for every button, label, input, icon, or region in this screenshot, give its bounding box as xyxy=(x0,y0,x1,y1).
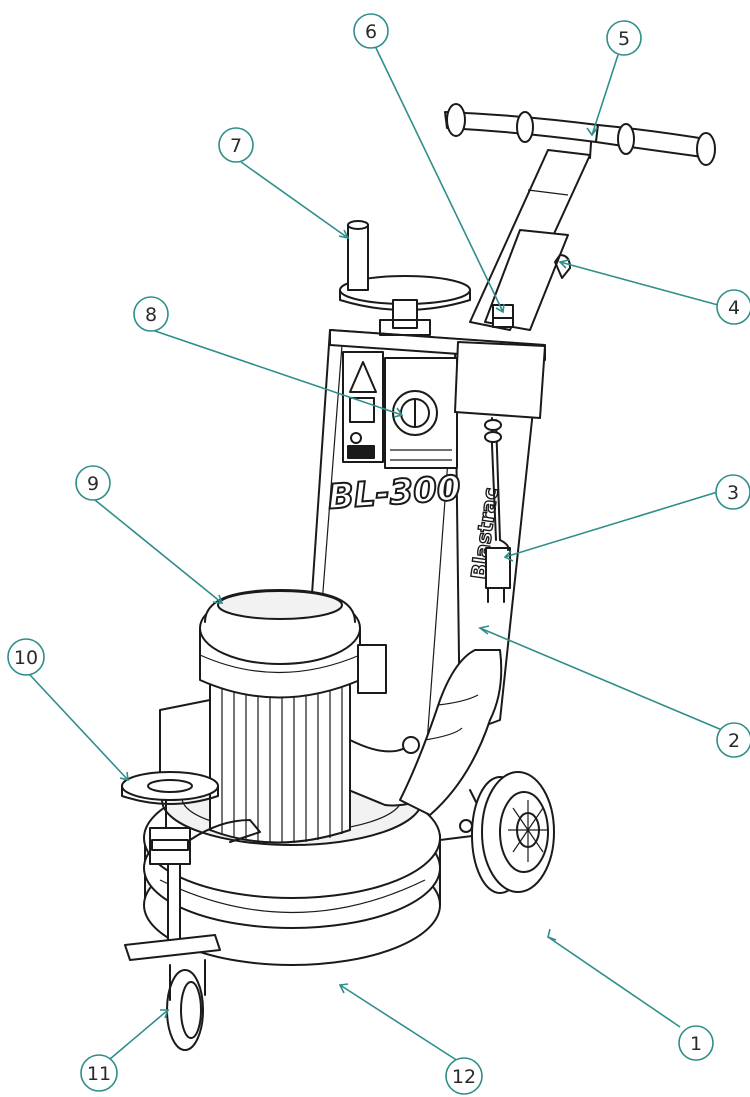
machine-illustration: BL-300 Blastrac xyxy=(121,103,716,1051)
callout-7-number: 7 xyxy=(230,135,242,157)
leader-lines xyxy=(29,47,725,1062)
callout-2: 2 xyxy=(716,722,750,758)
callout-4-number: 4 xyxy=(728,297,740,319)
callout-11: 11 xyxy=(80,1054,118,1092)
callout-3: 3 xyxy=(715,474,750,510)
callout-1: 1 xyxy=(678,1025,714,1061)
callout-6-number: 6 xyxy=(365,21,377,43)
junction-box-plug xyxy=(454,341,546,603)
callout-6: 6 xyxy=(353,13,389,49)
control-panel xyxy=(342,351,458,469)
front-caster-handwheel xyxy=(121,771,261,1051)
callout-5: 5 xyxy=(606,20,642,56)
callout-8: 8 xyxy=(133,296,169,332)
callout-1-number: 1 xyxy=(690,1033,702,1055)
callout-7: 7 xyxy=(218,127,254,163)
callout-12-number: 12 xyxy=(452,1066,476,1088)
callout-3-number: 3 xyxy=(727,482,739,504)
callout-4: 4 xyxy=(716,289,750,325)
callout-5-number: 5 xyxy=(618,28,630,50)
rear-wheel xyxy=(439,771,555,894)
callout-11-number: 11 xyxy=(87,1063,111,1085)
callout-9-number: 9 xyxy=(87,473,99,495)
vacuum-hose xyxy=(399,649,503,816)
motor xyxy=(159,589,420,844)
handle-assembly xyxy=(444,103,716,331)
callout-10: 10 xyxy=(7,638,45,676)
callout-8-number: 8 xyxy=(145,304,157,326)
callout-2-number: 2 xyxy=(728,730,740,752)
callouts: 1 2 3 4 5 6 7 8 xyxy=(7,13,750,1095)
callout-12: 12 xyxy=(445,1057,483,1095)
callout-10-number: 10 xyxy=(14,647,38,669)
callout-9: 9 xyxy=(75,465,111,501)
